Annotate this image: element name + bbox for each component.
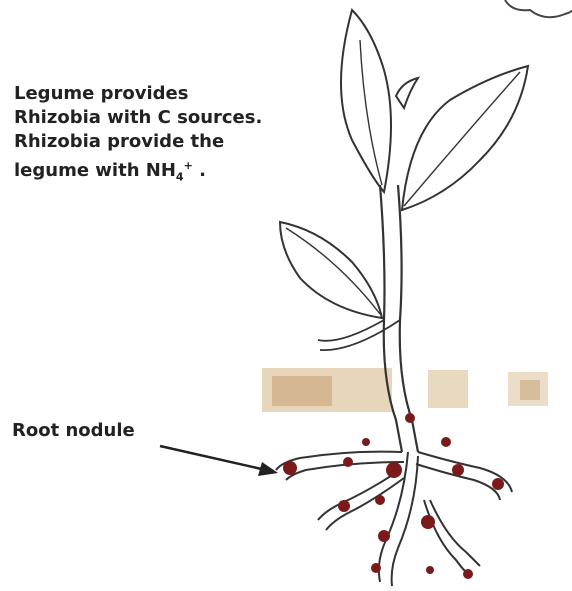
caption-line-4-suffix: . bbox=[193, 160, 206, 181]
nodule bbox=[362, 438, 370, 446]
caption-line-4-superscript: + bbox=[184, 159, 193, 172]
nodule bbox=[375, 495, 385, 505]
caption-line-2: Rhizobia with C sources. bbox=[14, 106, 374, 130]
nodule bbox=[492, 478, 504, 490]
nodule bbox=[421, 515, 435, 529]
nodule bbox=[405, 413, 415, 423]
nodule bbox=[426, 566, 434, 574]
caption-line-3: Rhizobia provide the bbox=[14, 130, 374, 154]
nodule bbox=[371, 563, 381, 573]
caption-line-4-subscript: 4 bbox=[176, 171, 184, 184]
nodule bbox=[452, 464, 464, 476]
cloud-outline bbox=[505, 0, 572, 17]
nodule bbox=[338, 500, 350, 512]
root-nodule-label: Root nodule bbox=[12, 420, 135, 441]
caption-line-4: legume with NH4+ . bbox=[14, 154, 374, 190]
root-nodule-arrow bbox=[160, 446, 278, 476]
symbiosis-caption: Legume provides Rhizobia with C sources.… bbox=[14, 82, 374, 190]
nodule bbox=[441, 437, 451, 447]
nodule bbox=[463, 569, 473, 579]
nodule bbox=[343, 457, 353, 467]
nodule bbox=[283, 461, 297, 475]
nodule bbox=[378, 530, 390, 542]
caption-line-1: Legume provides bbox=[14, 82, 374, 106]
caption-line-4-prefix: legume with NH bbox=[14, 160, 176, 181]
nodule bbox=[386, 462, 402, 478]
root-nodules bbox=[283, 413, 504, 579]
